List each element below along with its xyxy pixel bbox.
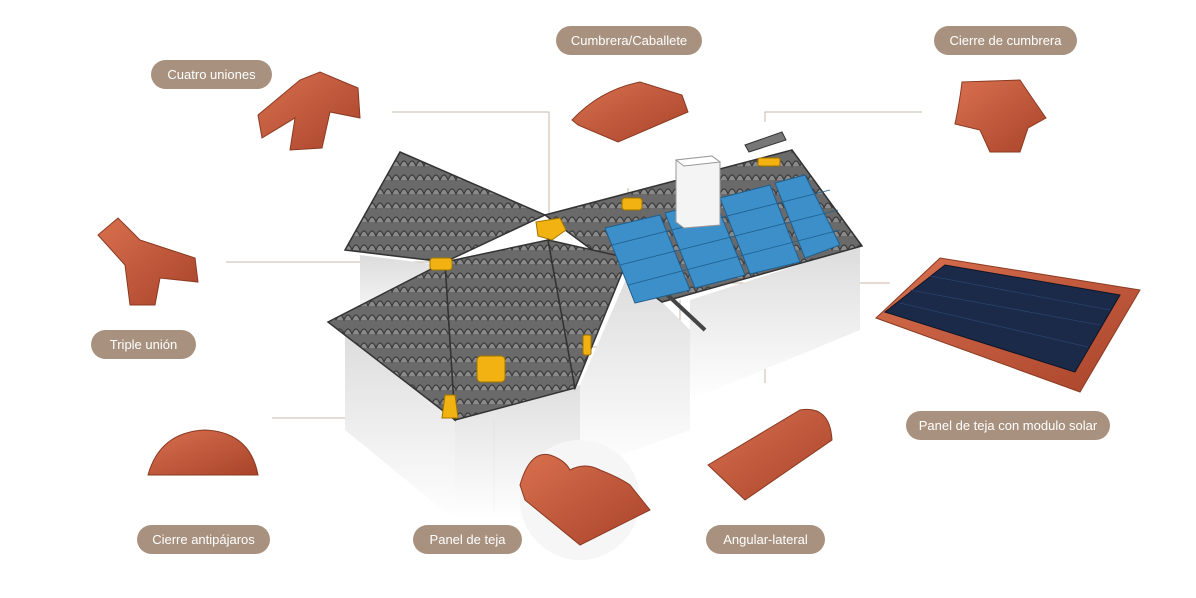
label-panel-teja: Panel de teja xyxy=(413,525,522,554)
product-cumbrera-image xyxy=(571,81,689,143)
product-cuatro-uniones-image xyxy=(257,71,361,151)
product-angular-lateral-image xyxy=(707,408,833,501)
product-panel-teja-image xyxy=(519,440,651,560)
label-cumbrera-caballete: Cumbrera/Caballete xyxy=(556,26,702,55)
roof-front-gable xyxy=(547,239,630,391)
label-triple-union: Triple unión xyxy=(91,330,196,359)
solar-panels xyxy=(604,174,841,304)
highlighted-pieces xyxy=(429,157,781,419)
house-walls xyxy=(345,245,860,520)
label-cuatro-uniones: Cuatro uniones xyxy=(151,60,272,89)
roof-back-left xyxy=(343,151,547,263)
label-panel-solar: Panel de teja con modulo solar xyxy=(906,411,1110,440)
label-cierre-cumbrera: Cierre de cumbrera xyxy=(934,26,1077,55)
label-cierre-antipajaros: Cierre antipájaros xyxy=(137,525,270,554)
label-angular-lateral: Angular-lateral xyxy=(706,525,825,554)
product-cierre-antipajaros-image xyxy=(147,429,259,476)
chimney xyxy=(674,155,722,229)
product-cierre-cumbrera-image xyxy=(954,79,1047,153)
product-triple-union-image xyxy=(97,217,199,306)
loose-ridge-tile xyxy=(744,131,787,153)
product-panel-solar-image xyxy=(875,257,1141,393)
